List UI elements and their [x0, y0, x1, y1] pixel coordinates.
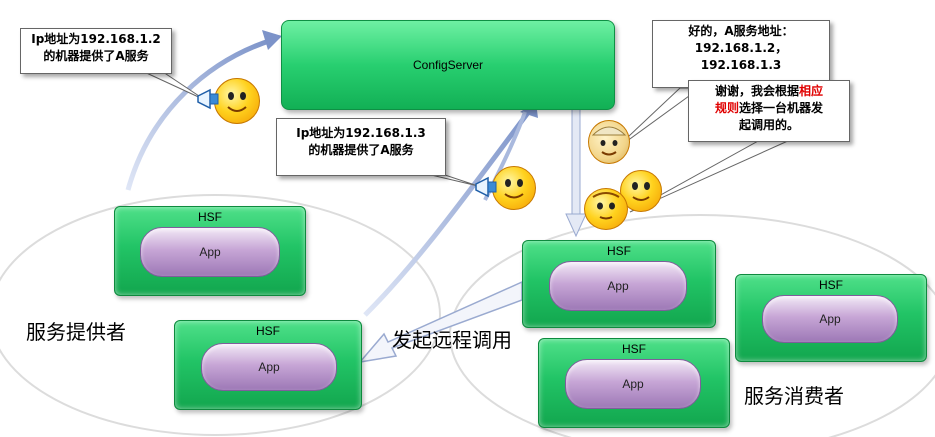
app-pill: App [549, 261, 687, 311]
hsf-node-consumer-1: HSF App [522, 240, 716, 328]
remote-call-arrow [358, 280, 523, 364]
thanks-highlight: 规则 [714, 101, 739, 115]
callout-config-reply: 好的，A服务地址： 192.168.1.2， 192.168.1.3 [652, 20, 830, 88]
providers-label: 服务提供者 [26, 320, 126, 344]
app-pill: App [140, 227, 280, 277]
thanks-text: 选择一台机器发 [739, 101, 824, 115]
app-pill: App [762, 295, 898, 343]
callout-line: 的机器提供了A服务 [308, 143, 414, 157]
callout-line: Ip地址为192.168.1.2 [31, 32, 161, 46]
hsf-title: HSF [819, 278, 843, 292]
register-arrow-2 [363, 108, 533, 317]
callout-consumer-thanks: 谢谢，我会根据相应 规则选择一台机器发 起调用的。 [688, 80, 850, 142]
callout-line: 的机器提供了A服务 [43, 49, 149, 63]
megaphone-icon [475, 176, 497, 198]
config-server-box: ConfigServer [281, 20, 615, 110]
callout-provider-1: Ip地址为192.168.1.2 的机器提供了A服务 [20, 28, 172, 74]
hat-icon [591, 126, 627, 156]
callout-line: 好的，A服务地址： [688, 24, 794, 38]
thanks-text: 谢谢，我会根据 [714, 84, 799, 98]
consumers-label: 服务消费者 [744, 384, 844, 408]
callout-line: 谢谢，我会根据相应 [689, 83, 849, 100]
hsf-title: HSF [622, 342, 646, 356]
callout-line: Ip地址为192.168.1.3 [296, 126, 426, 140]
provider-group-ellipse [0, 194, 441, 436]
subscribe-arrow-shaft [571, 107, 581, 219]
hsf-title: HSF [607, 244, 631, 258]
app-pill: App [201, 343, 337, 391]
callout-provider-2: Ip地址为192.168.1.3 的机器提供了A服务 [276, 118, 446, 176]
megaphone-icon [197, 88, 219, 110]
hsf-node-consumer-3: HSF App [735, 274, 927, 362]
thinking-smiley-icon [584, 188, 628, 230]
callout-line: 起调用的。 [738, 118, 799, 132]
smiley-face-icon [504, 179, 524, 199]
worker-smiley-icon [588, 120, 630, 164]
thanks-highlight: 相应 [799, 84, 824, 98]
smiley-face-icon [227, 92, 247, 112]
subscribe-arrow-head [565, 213, 587, 238]
callout-line: 192.168.1.3 [700, 58, 782, 72]
callout-line: 192.168.1.2， [694, 41, 788, 55]
hsf-title: HSF [256, 324, 280, 338]
smiley-face-icon [632, 182, 650, 201]
app-pill: App [565, 359, 701, 409]
remote-call-label: 发起远程调用 [392, 328, 512, 352]
register-arrow-1 [125, 37, 273, 191]
consumer-group-ellipse [449, 214, 935, 437]
register-arrow-1-head [262, 30, 282, 50]
hsf-title: HSF [198, 210, 222, 224]
callout-line: 规则选择一台机器发 [689, 100, 849, 117]
hsf-node-provider-2: HSF App [174, 320, 362, 410]
hsf-node-consumer-2: HSF App [538, 338, 730, 428]
hsf-node-provider-1: HSF App [114, 206, 306, 296]
smiley-face-icon [592, 192, 620, 220]
